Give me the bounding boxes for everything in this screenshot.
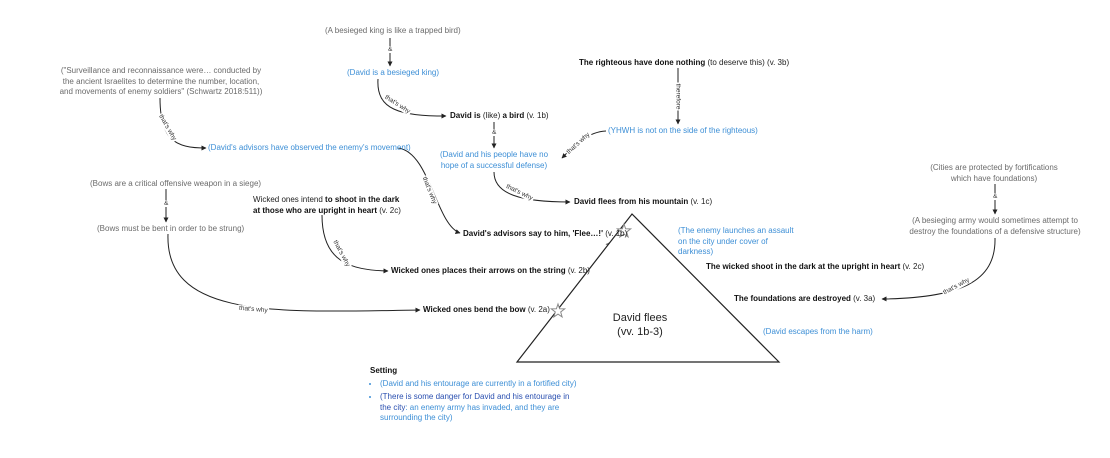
setting-heading: Setting: [370, 366, 398, 375]
edge-bent-to-bend: [167, 233, 421, 313]
node-righteous-nothing: The righteous have done nothing (to dese…: [579, 58, 790, 67]
setting-list: (David and his entourage are currently i…: [370, 379, 580, 424]
triangle-title: David flees: [612, 312, 668, 324]
setting-panel: Setting (David and his entourage are cur…: [370, 366, 580, 427]
node-advisors-say: David's advisors say to him, 'Flee…!' (v…: [463, 229, 628, 238]
node-enemy-assault: (The enemy launches an assault on the ci…: [678, 226, 794, 256]
node-advisors-observed: (David's advisors have observed the enem…: [208, 143, 411, 152]
edge-label-therefore: therefore: [674, 82, 682, 111]
node-david-is-bird: David is (like) a bird (v. 1b): [450, 111, 549, 120]
node-bows-bent: (Bows must be bent in order to be strung…: [97, 224, 245, 233]
edge-label-amp: &: [491, 129, 498, 136]
episode-triangle: [515, 213, 781, 363]
node-bows-weapon: (Bows are a critical offensive weapon in…: [90, 179, 262, 188]
node-wicked-shoot: The wicked shoot in the dark at the upri…: [706, 262, 925, 271]
edge-army-to-foundations: [881, 237, 996, 302]
edge-label-amp: &: [992, 193, 999, 200]
node-foundations-destroyed: The foundations are destroyed (v. 3a): [734, 294, 876, 303]
node-besieging-army: (A besieging army would sometimes attemp…: [909, 216, 1081, 236]
triangle-label: David flees (vv. 1b-3): [590, 311, 690, 339]
edge-label-amp: &: [387, 46, 394, 53]
node-surveillance: ("Surveillance and reconnaissance were… …: [59, 66, 263, 96]
node-wicked-intend: Wicked ones intend to shoot in the dark …: [253, 195, 401, 215]
setting-item: (There is some danger for David and his …: [380, 392, 580, 424]
node-david-escapes: (David escapes from the harm): [763, 327, 873, 336]
node-david-flees-mountain: David flees from his mountain (v. 1c): [574, 197, 713, 206]
edge-besieged-to-bird: [377, 78, 447, 119]
edge-nohope-to-flees: [493, 171, 571, 205]
node-no-hope: (David and his people have no hope of a …: [439, 150, 549, 170]
node-david-besieged: (David is a besieged king): [347, 68, 440, 77]
star-icon: [549, 302, 567, 319]
node-besieged-king-bird: (A besieged king is like a trapped bird): [325, 26, 461, 35]
edge-label-amp: &: [163, 200, 170, 207]
node-yhwh-not-side: (YHWH is not on the side of the righteou…: [608, 126, 758, 135]
star-icon: [615, 222, 633, 239]
node-wicked-bend: Wicked ones bend the bow (v. 2a): [423, 305, 550, 314]
node-cities-protected: (Cities are protected by fortifications …: [930, 163, 1058, 183]
triangle-range: (vv. 1b-3): [617, 326, 663, 338]
node-wicked-arrows: Wicked ones places their arrows on the s…: [391, 266, 590, 275]
setting-item: (David and his entourage are currently i…: [380, 379, 580, 390]
